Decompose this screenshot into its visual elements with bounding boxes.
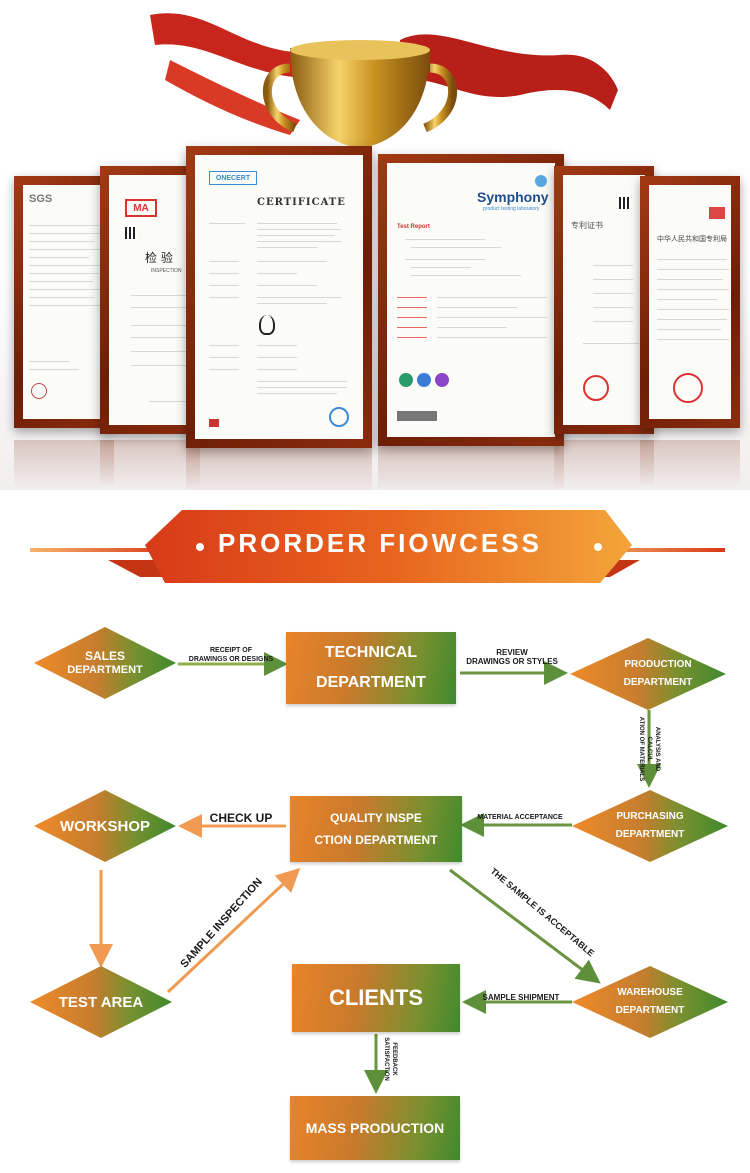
hand-icon	[435, 373, 449, 387]
symphony-report: Symphony product testing laboratory Test…	[378, 154, 564, 446]
patent-doc-seal-icon	[673, 373, 703, 403]
symphony-logo: Symphony	[477, 189, 549, 205]
report-heading: Test Report	[397, 224, 430, 230]
sgs-stamp-icon	[31, 383, 47, 399]
title-banner	[30, 510, 725, 583]
patent-seal-icon	[583, 375, 609, 401]
cma-logo: MA	[125, 199, 157, 217]
qr-code-icon	[125, 227, 137, 239]
seal-icon	[329, 407, 349, 427]
edge-label-check-up: CHECK UP	[209, 811, 273, 825]
banner-title: PRORDER FIOWCESS	[218, 528, 542, 558]
mass-production-node: MASS PRODUCTION	[290, 1096, 460, 1160]
test-area-node: TEST AREA	[30, 966, 172, 1038]
edge-testarea-quality	[166, 867, 301, 994]
water-icon	[417, 373, 431, 387]
certificate-showcase: SGS MA 检 验 INSPECTION	[0, 0, 750, 490]
cma-subtitle: INSPECTION	[151, 268, 182, 274]
eco-icon	[399, 373, 413, 387]
cma-certificate: MA 检 验 INSPECTION	[100, 166, 200, 434]
sgs-certificate: SGS	[14, 176, 114, 428]
onecert-title: CERTIFICATE	[257, 197, 346, 208]
cma-title: 检 验	[145, 251, 173, 265]
patent-doc-title: 中华人民共和国专利局	[657, 235, 727, 243]
patent-logo-icon	[709, 207, 725, 219]
edge-label-material: MATERIAL ACCEPTANCE	[477, 814, 563, 821]
sgs-logo-text: SGS	[29, 193, 53, 205]
workshop-node: WORKSHOP	[34, 790, 176, 862]
patent-qr-icon	[619, 197, 631, 209]
patent-certificate: 专利证书	[554, 166, 654, 434]
edge-label-shipment: SAMPLE SHIPMENT	[482, 993, 560, 1002]
onecert-logo: ONECERT	[209, 171, 257, 185]
symphony-dots-icon	[535, 175, 547, 187]
accreditation-icon	[397, 411, 437, 421]
edge-quality-warehouse	[449, 868, 601, 984]
flag-icon	[209, 419, 219, 427]
patent-title: 专利证书	[571, 221, 603, 230]
clients-node: CLIENTS	[292, 964, 460, 1032]
recycle-leaf-icon	[259, 315, 275, 335]
onecert-certificate: ONECERT CERTIFICATE	[186, 146, 372, 448]
patent-document: 中华人民共和国专利局	[640, 176, 740, 428]
symphony-subtitle: product testing laboratory	[483, 206, 540, 212]
